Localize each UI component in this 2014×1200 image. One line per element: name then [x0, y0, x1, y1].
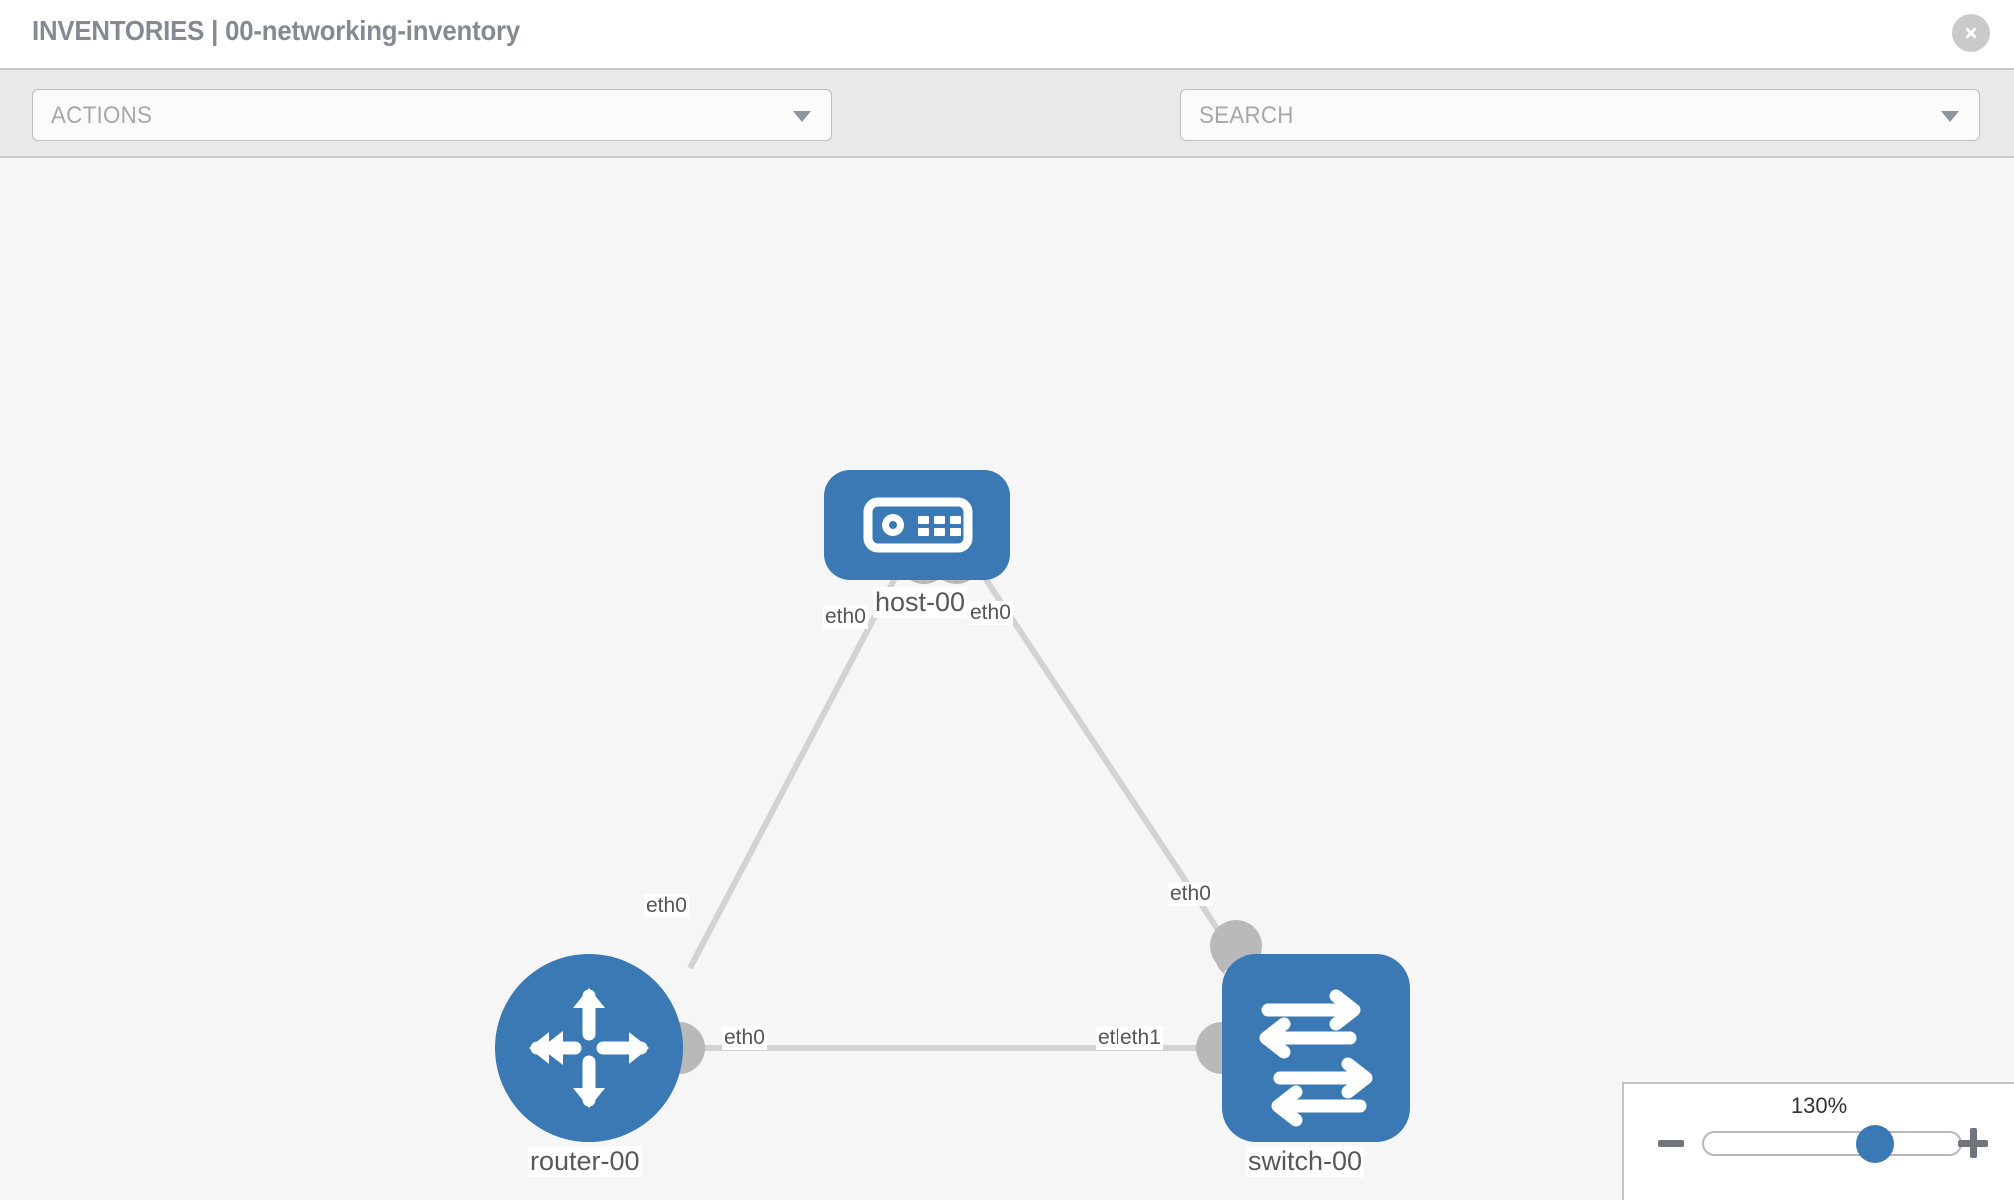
topology-links	[687, 576, 1233, 1051]
actions-dropdown-label: ACTIONS	[51, 102, 153, 129]
node-label-switch: switch-00	[1246, 1146, 1365, 1177]
edge-label-host-right: eth0	[968, 601, 1013, 625]
edge-label-switch-up: eth0	[1168, 882, 1213, 906]
page-title: INVENTORIES | 00-networking-inventory	[32, 15, 521, 46]
close-icon[interactable]	[1952, 14, 1990, 52]
toolbar: ACTIONS SEARCH	[0, 70, 2014, 203]
link-host-router[interactable]	[687, 576, 898, 970]
close-x-glyph	[1965, 27, 1977, 39]
search-input[interactable]: SEARCH	[1180, 89, 1980, 141]
topology-graph	[495, 470, 1410, 1142]
node-host-00[interactable]	[824, 470, 1010, 580]
node-label-host: host-00	[873, 587, 968, 618]
search-placeholder-label: SEARCH	[1199, 102, 1294, 129]
zoom-in-button[interactable]	[1958, 1128, 1988, 1158]
node-switch-00[interactable]	[1222, 954, 1410, 1142]
topology-ports	[679, 549, 1262, 1074]
topology-canvas[interactable]: host-00 router-00 switch-00 eth0 eth0 et…	[0, 158, 2014, 1200]
edge-label-router-right: eth0	[722, 1026, 767, 1050]
node-router-00[interactable]	[495, 954, 683, 1142]
zoom-slider-thumb[interactable]	[1856, 1125, 1894, 1163]
page-header: INVENTORIES | 00-networking-inventory	[0, 0, 2014, 70]
zoom-percent-label: 130%	[1790, 1093, 1848, 1118]
edge-label-switch-left-b: eth1	[1118, 1026, 1163, 1050]
zoom-out-button[interactable]	[1658, 1140, 1684, 1147]
chevron-down-icon	[793, 111, 811, 122]
node-label-router: router-00	[528, 1146, 642, 1177]
zoom-slider-track[interactable]	[1702, 1131, 1962, 1156]
actions-dropdown[interactable]: ACTIONS	[32, 89, 832, 141]
port-router-right[interactable]	[679, 1022, 705, 1074]
edge-label-host-left: eth0	[823, 605, 868, 629]
chevron-down-icon	[1941, 111, 1959, 122]
zoom-control-panel: 130%	[1622, 1082, 2014, 1200]
port-switch-left[interactable]	[1196, 1022, 1222, 1074]
edge-label-router-up: eth0	[644, 894, 689, 918]
